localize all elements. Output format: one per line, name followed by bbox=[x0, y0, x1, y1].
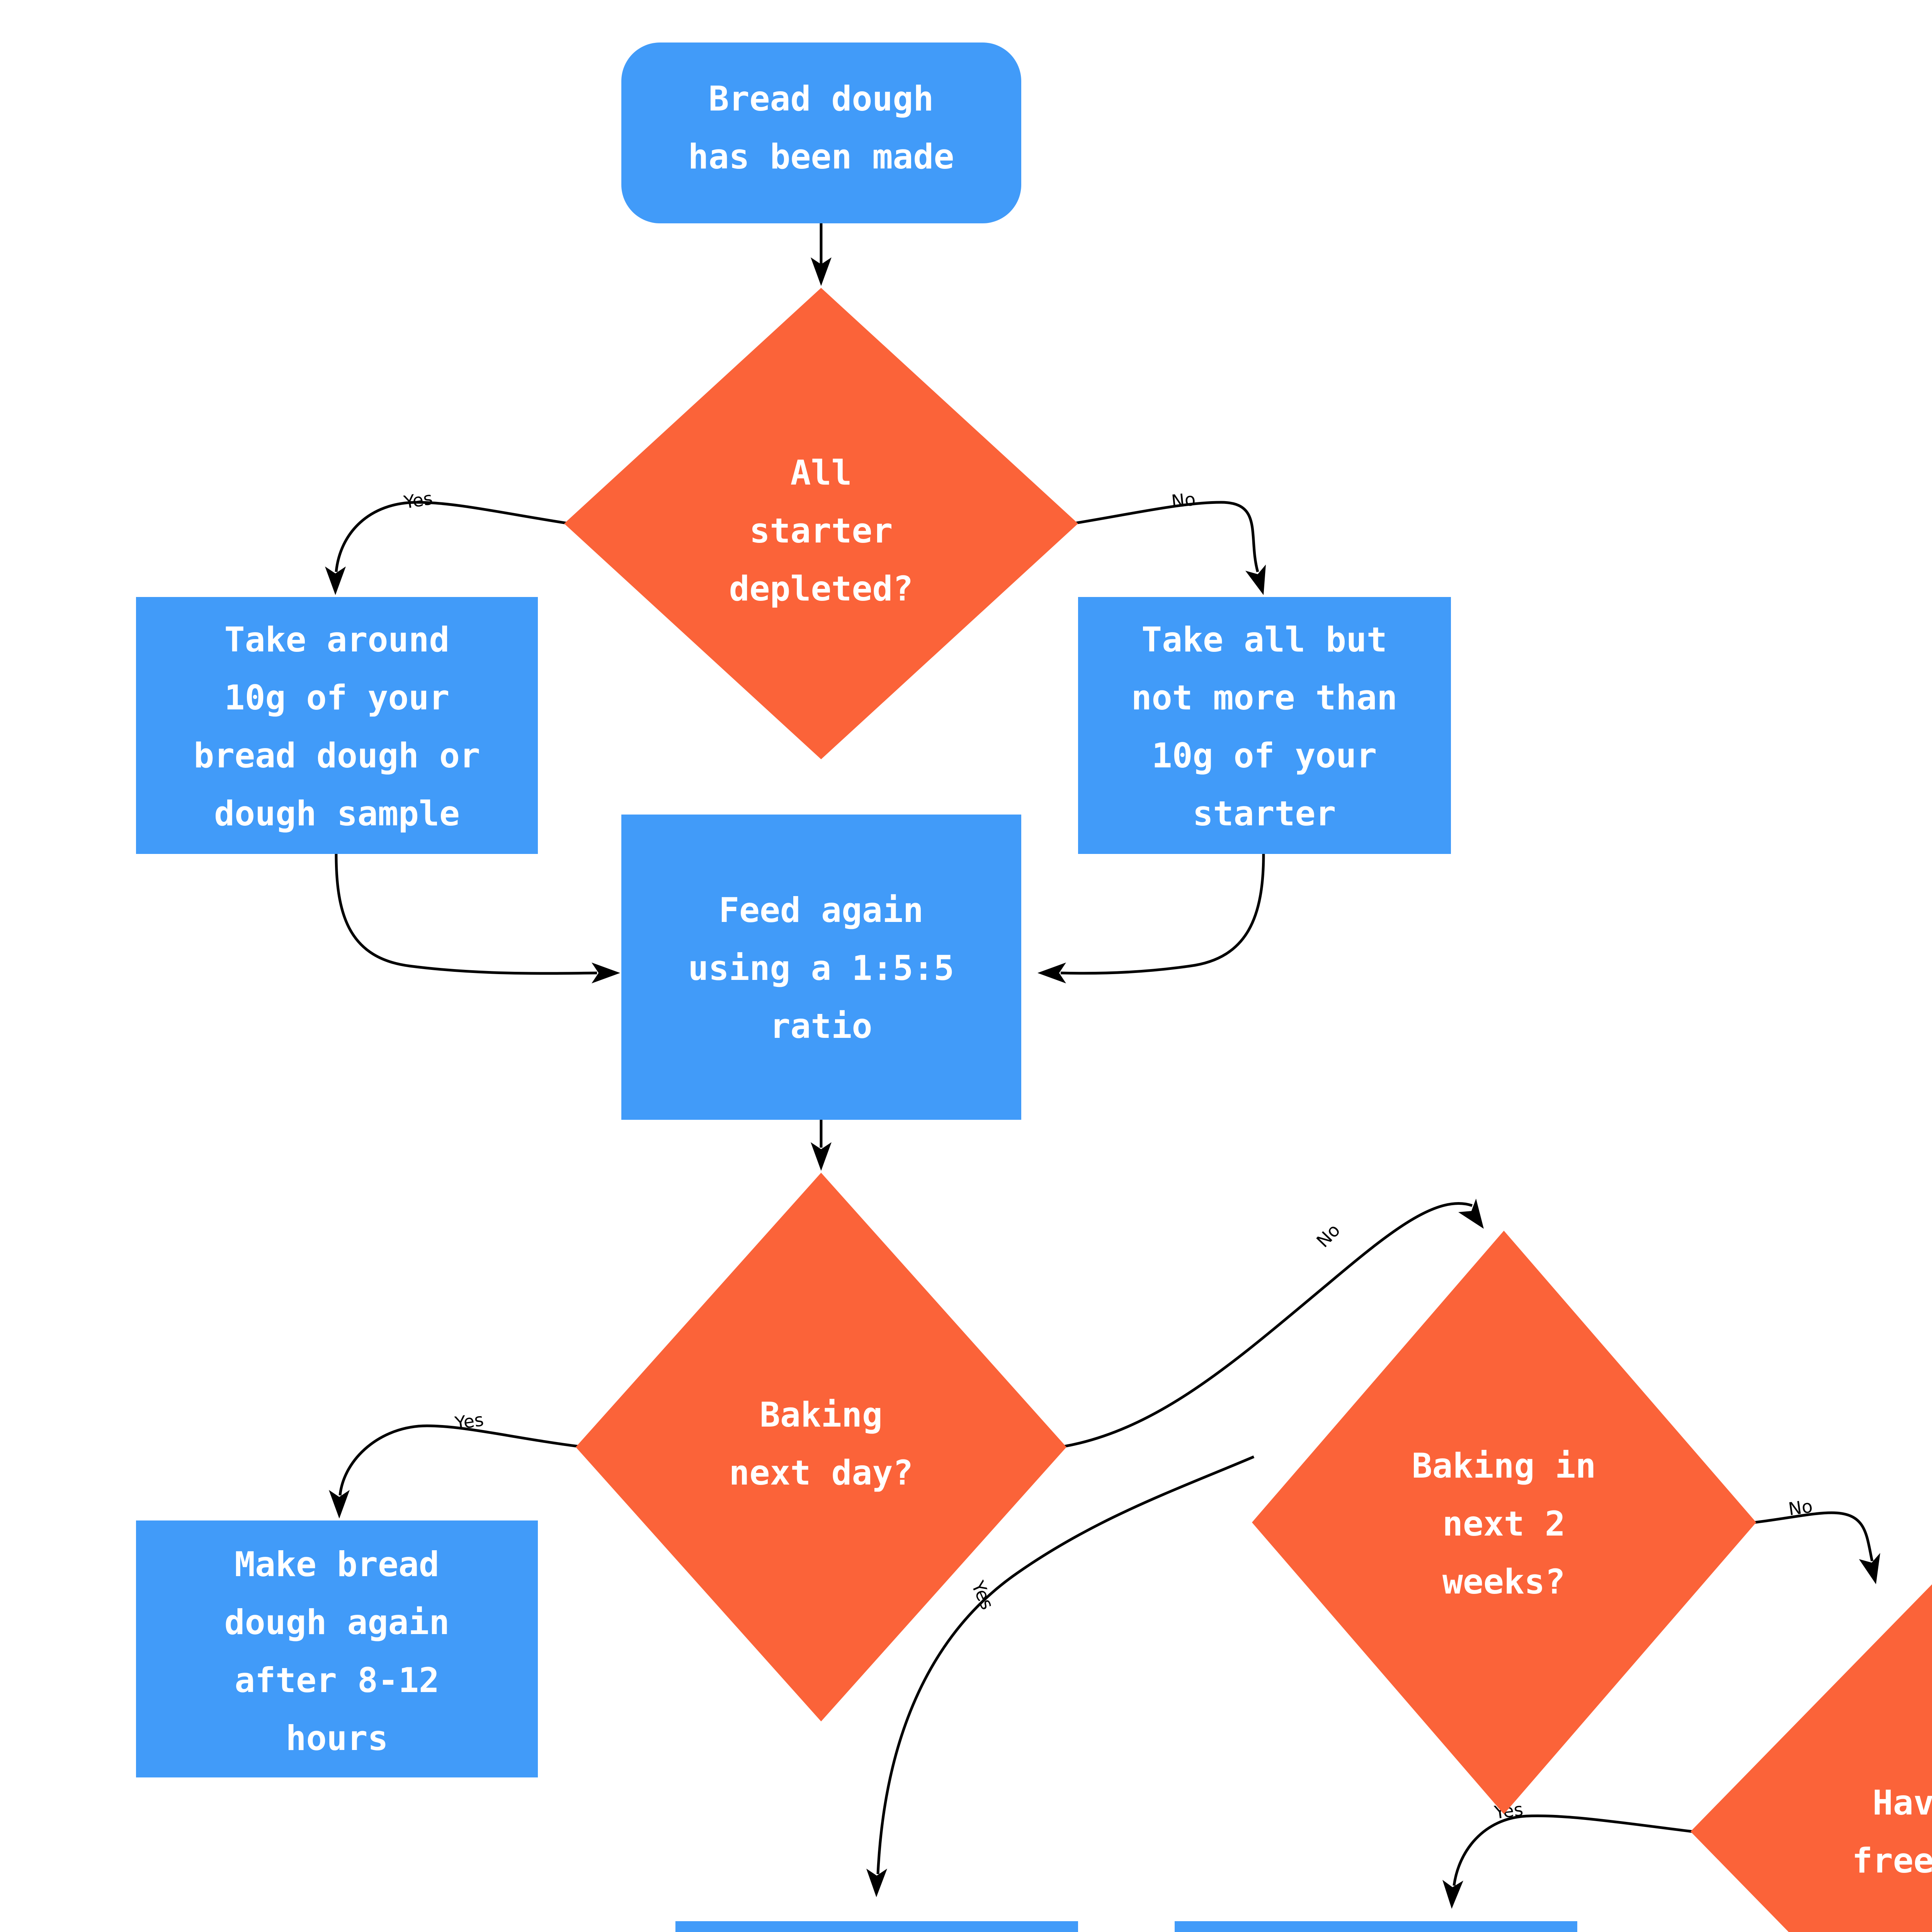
node-feed-again-155-line-2: ratio bbox=[770, 1006, 872, 1046]
edge-label-yes-1: Yes bbox=[402, 488, 434, 513]
node-store-starter-fridge[interactable]: Store starter in fridge (4°C = 40°F) bbox=[675, 1921, 1078, 1932]
edge-label-no-1: No bbox=[1170, 488, 1197, 512]
node-make-bread-dough-again-line-1: dough again bbox=[224, 1602, 450, 1642]
edge-feed-again-to-baking-next-day bbox=[811, 1119, 832, 1171]
edge-all-starter-depleted-yes: Yes bbox=[325, 488, 572, 595]
edge-have-freezer-yes: Yes bbox=[1442, 1799, 1693, 1909]
node-start-line-0: Bread dough bbox=[709, 79, 934, 119]
node-start[interactable]: Bread dough has been made bbox=[621, 43, 1021, 223]
node-have-a-freezer-line-1: freezer? bbox=[1852, 1841, 1932, 1881]
node-baking-next-day-line-1: next day? bbox=[729, 1453, 913, 1493]
node-all-starter-depleted-line-2: depleted? bbox=[729, 569, 913, 609]
edge-layer: take around 10g --> Yes take all but 10g… bbox=[325, 223, 1880, 1909]
node-baking-next-day-line-0: Baking bbox=[760, 1395, 883, 1435]
node-take-all-but-10g-line-0: Take all but bbox=[1141, 620, 1387, 660]
node-have-a-freezer[interactable]: Have a freezer? bbox=[1690, 1582, 1932, 1932]
edge-label-yes-3: Yes bbox=[967, 1578, 998, 1613]
edge-baking-2-weeks-no: No bbox=[1754, 1495, 1880, 1584]
node-have-a-freezer-line-0: Have a bbox=[1872, 1783, 1932, 1823]
edge-label-no-3: No bbox=[1787, 1495, 1814, 1519]
edge-all-starter-depleted-no: No bbox=[1070, 488, 1266, 595]
node-baking-in-next-2-weeks[interactable]: Baking in next 2 weeks? bbox=[1252, 1231, 1756, 1814]
node-make-bread-dough-again[interactable]: Make bread dough again after 8-12 hours bbox=[136, 1520, 538, 1777]
node-take-all-but-10g[interactable]: Take all but not more than 10g of your s… bbox=[1078, 597, 1451, 854]
node-all-starter-depleted[interactable]: All starter depleted? bbox=[564, 288, 1078, 759]
node-make-bread-dough-again-line-0: Make bread bbox=[235, 1544, 439, 1584]
node-baking-next-day[interactable]: Baking next day? bbox=[576, 1173, 1066, 1721]
node-take-around-10g[interactable]: Take around 10g of your bread dough or d… bbox=[136, 597, 538, 854]
node-all-starter-depleted-line-0: All bbox=[791, 453, 852, 493]
node-baking-in-next-2-weeks-line-2: weeks? bbox=[1442, 1562, 1565, 1602]
node-freeze-starter[interactable]: Freeze starter bbox=[1175, 1921, 1577, 1932]
edge-take-around-10g-to-feed-again bbox=[335, 854, 620, 983]
edge-label-yes-2: Yes bbox=[453, 1409, 485, 1434]
node-baking-in-next-2-weeks-line-0: Baking in bbox=[1412, 1446, 1596, 1486]
edge-take-all-but-10g-to-feed-again bbox=[1037, 854, 1265, 983]
node-make-bread-dough-again-line-2: after 8-12 bbox=[235, 1660, 439, 1700]
node-feed-again-155-line-1: using a 1:5:5 bbox=[688, 948, 954, 988]
edge-start-to-all-starter-depleted bbox=[811, 223, 832, 286]
node-feed-again-155-line-0: Feed again bbox=[719, 890, 923, 930]
node-start-line-1: has been made bbox=[688, 137, 954, 177]
node-baking-in-next-2-weeks-line-1: next 2 bbox=[1442, 1504, 1565, 1544]
node-take-around-10g-line-1: 10g of your bbox=[224, 678, 450, 718]
node-take-around-10g-line-0: Take around bbox=[224, 620, 450, 660]
edge-baking-next-day-yes: Yes bbox=[329, 1409, 581, 1519]
node-take-all-but-10g-line-1: not more than bbox=[1131, 678, 1398, 718]
node-all-starter-depleted-line-1: starter bbox=[750, 511, 893, 551]
node-take-around-10g-line-2: bread dough or bbox=[194, 736, 480, 776]
node-take-all-but-10g-line-3: starter bbox=[1193, 794, 1336, 833]
node-feed-again-155[interactable]: Feed again using a 1:5:5 ratio bbox=[621, 815, 1021, 1120]
node-take-all-but-10g-line-2: 10g of your bbox=[1152, 736, 1377, 776]
node-take-around-10g-line-3: dough sample bbox=[214, 794, 460, 833]
edge-label-no-2: No bbox=[1312, 1219, 1344, 1252]
node-make-bread-dough-again-line-3: hours bbox=[286, 1718, 388, 1758]
